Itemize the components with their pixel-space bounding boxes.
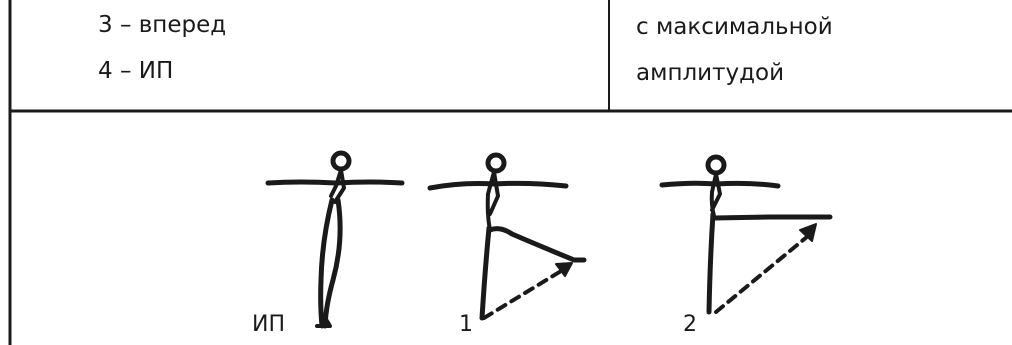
figure-2-arrowhead — [799, 223, 817, 242]
figure-2-dashed-arrow — [714, 234, 810, 314]
figure-1-head — [485, 152, 507, 174]
figure-label-1: 1 — [459, 312, 473, 337]
figure-ip-feet — [315, 314, 332, 328]
figure-1-body — [485, 170, 500, 232]
stick-figure-1 — [427, 152, 587, 321]
figure-1-arrowhead — [555, 262, 573, 277]
figure-ip-body — [329, 168, 346, 204]
right-cell-line-2: амплитудой — [636, 60, 785, 86]
figure-1-supporting-leg — [479, 225, 492, 321]
left-cell-line-2: 4 – ИП — [98, 58, 174, 84]
figure-ip-leg-left — [318, 197, 335, 329]
left-cell-line-1: 3 – вперед — [98, 12, 227, 38]
figure-2-body — [709, 172, 722, 218]
right-cell-line-1: с максимальной — [636, 14, 833, 40]
figure-2-supporting-leg — [706, 211, 716, 315]
figure-label-ip: ИП — [252, 312, 285, 337]
stick-figure-2 — [659, 154, 833, 315]
stick-figure-ip — [265, 150, 405, 329]
figure-ip-head — [330, 150, 352, 172]
figure-label-2: 2 — [683, 312, 697, 337]
figure-1-dashed-arrow — [482, 266, 568, 320]
table-grid — [8, 0, 1012, 345]
figure-1-lifted-leg — [487, 226, 587, 263]
figure-2-head — [705, 154, 727, 176]
figure-ip-leg-right — [322, 197, 343, 329]
figure-2-lifted-leg — [711, 214, 833, 221]
